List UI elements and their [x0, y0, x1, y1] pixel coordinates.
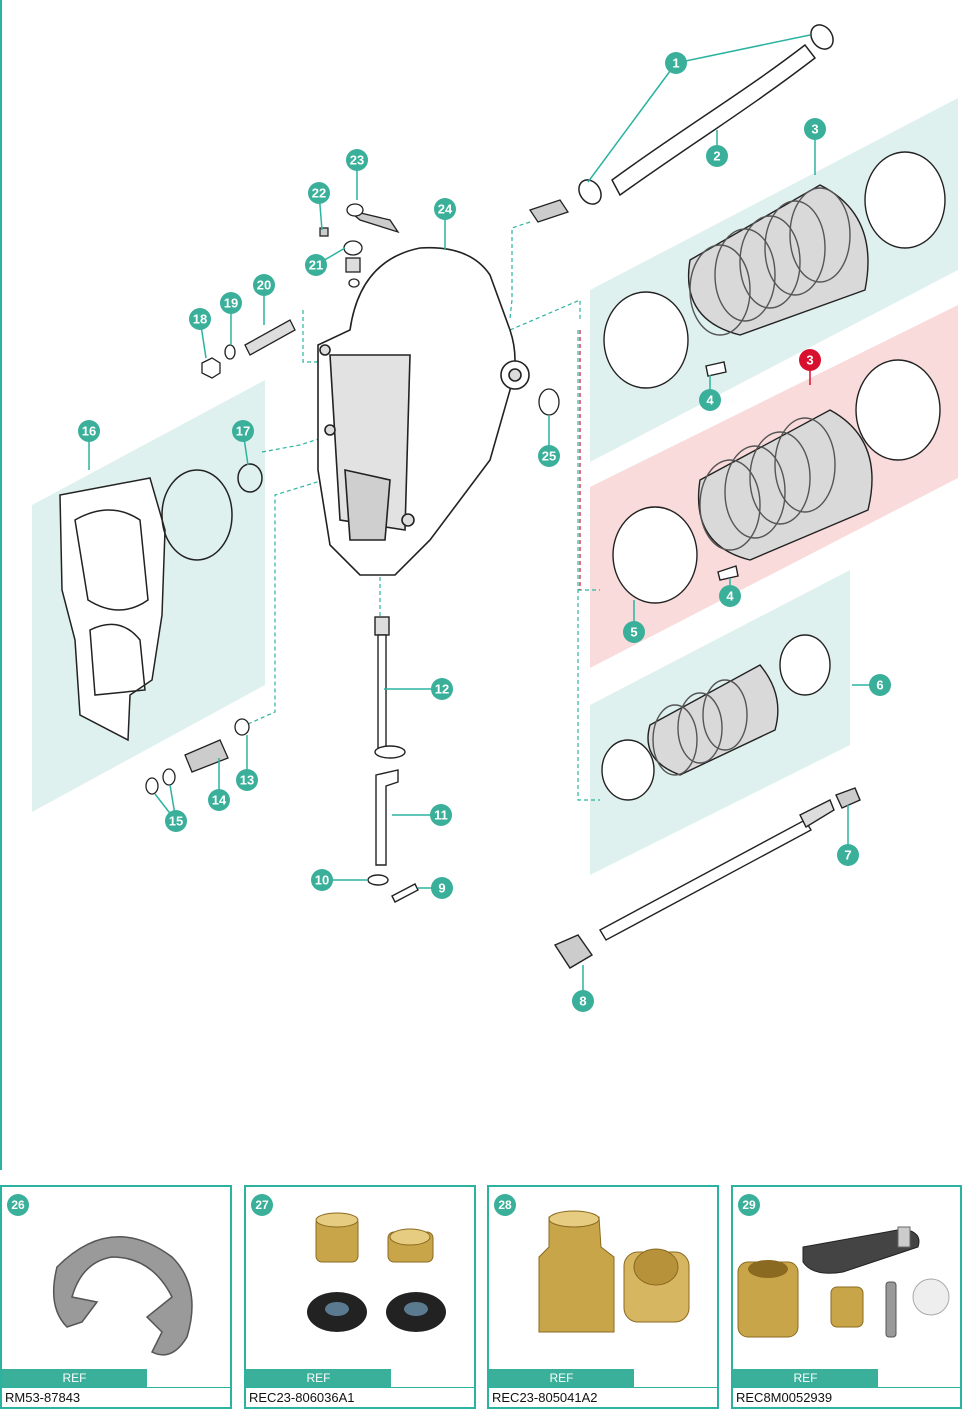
svg-text:10: 10	[315, 873, 329, 888]
callout-11: 11	[430, 804, 452, 826]
o-ring-part	[161, 469, 233, 561]
svg-text:3: 3	[806, 353, 813, 368]
callout-23: 23	[346, 149, 368, 171]
svg-text:16: 16	[82, 424, 96, 439]
ref-label: REF	[489, 1369, 634, 1387]
callout-12: 12	[431, 678, 453, 700]
callout-22: 22	[308, 182, 330, 204]
callout-13: 13	[236, 769, 258, 791]
svg-text:23: 23	[350, 153, 364, 168]
callout-10: 10	[311, 869, 333, 891]
bushing-seal-kit-image	[307, 1212, 446, 1332]
callout-4a: 4	[699, 389, 721, 411]
callout-24: 24	[434, 198, 456, 220]
callout-6: 6	[869, 674, 891, 696]
svg-text:11: 11	[434, 808, 448, 823]
shift-cable-part	[553, 787, 861, 969]
gimbal-housing-part	[317, 246, 530, 576]
svg-text:22: 22	[312, 186, 326, 201]
left-frame-border	[0, 0, 2, 1170]
svg-text:12: 12	[435, 682, 449, 697]
callout-1: 1	[665, 52, 687, 74]
callout-18: 18	[189, 308, 211, 330]
gasket-part	[59, 477, 166, 742]
part-panel-27[interactable]: 27 REF REC23-806036A1	[244, 1185, 476, 1409]
guide-lines	[247, 221, 600, 801]
svg-text:3: 3	[811, 122, 818, 137]
callout-25: 25	[538, 445, 560, 467]
hardware-parts	[145, 199, 570, 795]
hose-clamp-part	[578, 24, 834, 205]
callout-14: 14	[208, 789, 230, 811]
part-code: RM53-87843	[2, 1387, 230, 1407]
svg-text:25: 25	[542, 449, 556, 464]
part-panel-28[interactable]: 28 REF REC23-805041A2	[487, 1185, 719, 1409]
ref-label: REF	[2, 1369, 147, 1387]
svg-text:2: 2	[713, 149, 720, 164]
callout-8: 8	[572, 990, 594, 1012]
callout-4b: 4	[719, 585, 741, 607]
bellows-part-small	[601, 634, 831, 801]
bellows-part-pink	[612, 359, 941, 604]
part-code: REC8M0052939	[733, 1387, 960, 1407]
svg-text:4: 4	[706, 393, 714, 408]
part-number-badge: 29	[738, 1194, 760, 1216]
exploded-parts-diagram: 1 2 3 3 4 4 5 6 7 8 9 10 11 12 13 14 15 …	[32, 24, 958, 1012]
snap-ring-part-17	[237, 463, 263, 493]
callout-15: 15	[165, 810, 187, 832]
shift-lever-kit-image	[737, 1226, 950, 1338]
callout-21: 21	[305, 254, 327, 276]
callout-20: 20	[253, 274, 275, 296]
svg-text:9: 9	[438, 881, 445, 896]
svg-text:19: 19	[224, 296, 238, 311]
svg-text:1: 1	[672, 56, 679, 71]
callout-2: 2	[706, 145, 728, 167]
ref-label: REF	[733, 1369, 878, 1387]
callout-17: 17	[232, 420, 254, 442]
svg-text:15: 15	[169, 814, 183, 829]
part-panel-26[interactable]: 26 REF RM53-87843	[0, 1185, 232, 1409]
e-clip-image	[52, 1236, 193, 1356]
callout-7: 7	[837, 844, 859, 866]
svg-text:18: 18	[193, 312, 207, 327]
svg-text:4: 4	[726, 589, 734, 604]
svg-text:6: 6	[876, 678, 883, 693]
callout-3: 3	[804, 118, 826, 140]
part-number-badge: 28	[494, 1194, 516, 1216]
part-code: REC23-805041A2	[489, 1387, 717, 1407]
callout-16: 16	[78, 420, 100, 442]
svg-text:21: 21	[309, 258, 323, 273]
svg-text:13: 13	[240, 773, 254, 788]
ref-label: REF	[246, 1369, 391, 1387]
bellows-part-teal	[603, 151, 946, 389]
callout-5: 5	[623, 621, 645, 643]
brass-bushing-image	[538, 1210, 690, 1333]
part-number-badge: 26	[7, 1194, 29, 1216]
shaft-parts	[367, 616, 419, 903]
exhaust-hose-part	[611, 43, 817, 197]
svg-text:24: 24	[438, 202, 453, 217]
callout-19: 19	[220, 292, 242, 314]
callout-9: 9	[431, 877, 453, 899]
svg-text:14: 14	[212, 793, 227, 808]
part-code: REC23-806036A1	[246, 1387, 474, 1407]
svg-text:5: 5	[630, 625, 637, 640]
part-number-badge: 27	[251, 1194, 273, 1216]
svg-text:8: 8	[579, 994, 586, 1009]
svg-text:17: 17	[236, 424, 250, 439]
part-panel-29[interactable]: 29 REF REC8M0052939	[731, 1185, 962, 1409]
callout-3-highlight: 3	[799, 349, 821, 371]
svg-text:7: 7	[844, 848, 851, 863]
svg-text:20: 20	[257, 278, 271, 293]
